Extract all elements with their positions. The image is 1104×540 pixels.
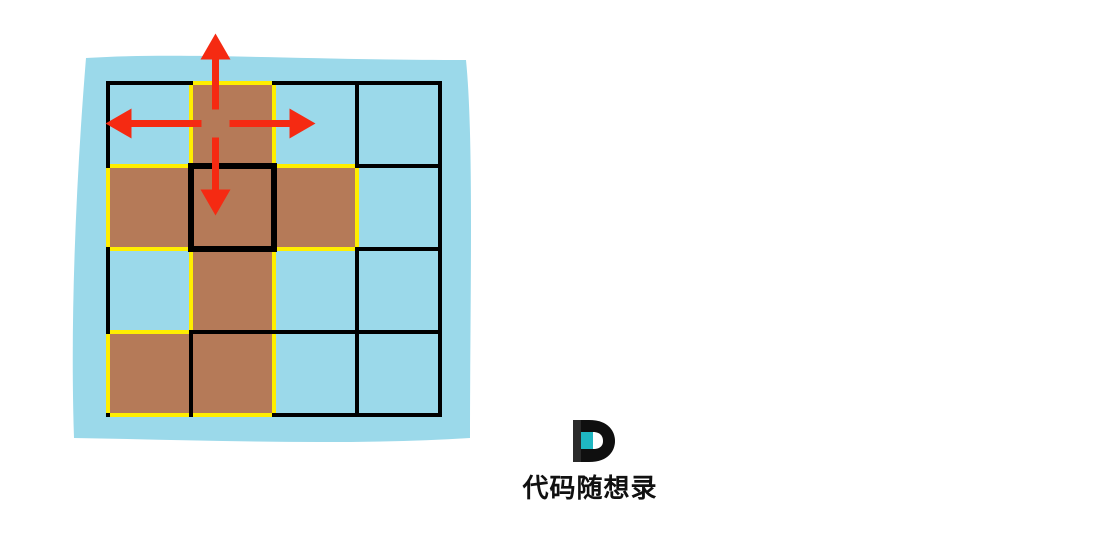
grid-node [355, 413, 359, 417]
direction-arrows [105, 33, 316, 216]
land-cell-r1c2 [274, 166, 357, 249]
water-cell-r1c3 [357, 166, 440, 249]
grid-node [106, 81, 110, 85]
water-cell-r2c0 [108, 249, 191, 332]
watermark-text: 代码随想录 [522, 474, 658, 504]
grid-node [272, 81, 276, 85]
arrow-down-icon [200, 137, 231, 216]
arrow-up-icon [200, 33, 231, 110]
grid-node [438, 164, 442, 168]
arrow-left-icon [105, 108, 202, 139]
grid-node [106, 164, 110, 168]
highlighted-cell [188, 163, 277, 252]
land-cell-r2c1 [191, 249, 274, 332]
grid-node [272, 413, 276, 417]
arrow-right-head [289, 108, 316, 139]
water-cell-r3c3 [357, 332, 440, 415]
arrow-down-head [200, 189, 231, 216]
land-cell-r3c0 [108, 332, 191, 415]
grid-node [438, 330, 442, 334]
grid-node [189, 330, 193, 334]
arrow-up-head [200, 33, 231, 60]
grid-node [355, 330, 359, 334]
d-logo-icon [573, 420, 615, 462]
grid-node [438, 81, 442, 85]
grid-node [272, 330, 276, 334]
water-cell-r3c2 [274, 332, 357, 415]
land-cell-r1c1 [191, 166, 274, 249]
grid-node [106, 330, 110, 334]
grid-node [189, 413, 193, 417]
grid-node [106, 247, 110, 251]
grid-node [355, 164, 359, 168]
grid-node [438, 247, 442, 251]
water-cell-r0c3 [357, 83, 440, 166]
grid-node [106, 413, 110, 417]
water-cell-r2c3 [357, 249, 440, 332]
highlighted-cell-outline [188, 163, 277, 252]
water-cell-r2c2 [274, 249, 357, 332]
arrow-right-icon [229, 108, 316, 139]
grid-node [189, 81, 193, 85]
land-cell-r1c0 [108, 166, 191, 249]
watermark: 代码随想录 [505, 418, 675, 508]
grid-node [355, 81, 359, 85]
grid-node [355, 247, 359, 251]
land-cell-r3c1 [191, 332, 274, 415]
arrow-left-head [105, 108, 132, 139]
grid-cells [108, 83, 440, 415]
grid-node [438, 413, 442, 417]
